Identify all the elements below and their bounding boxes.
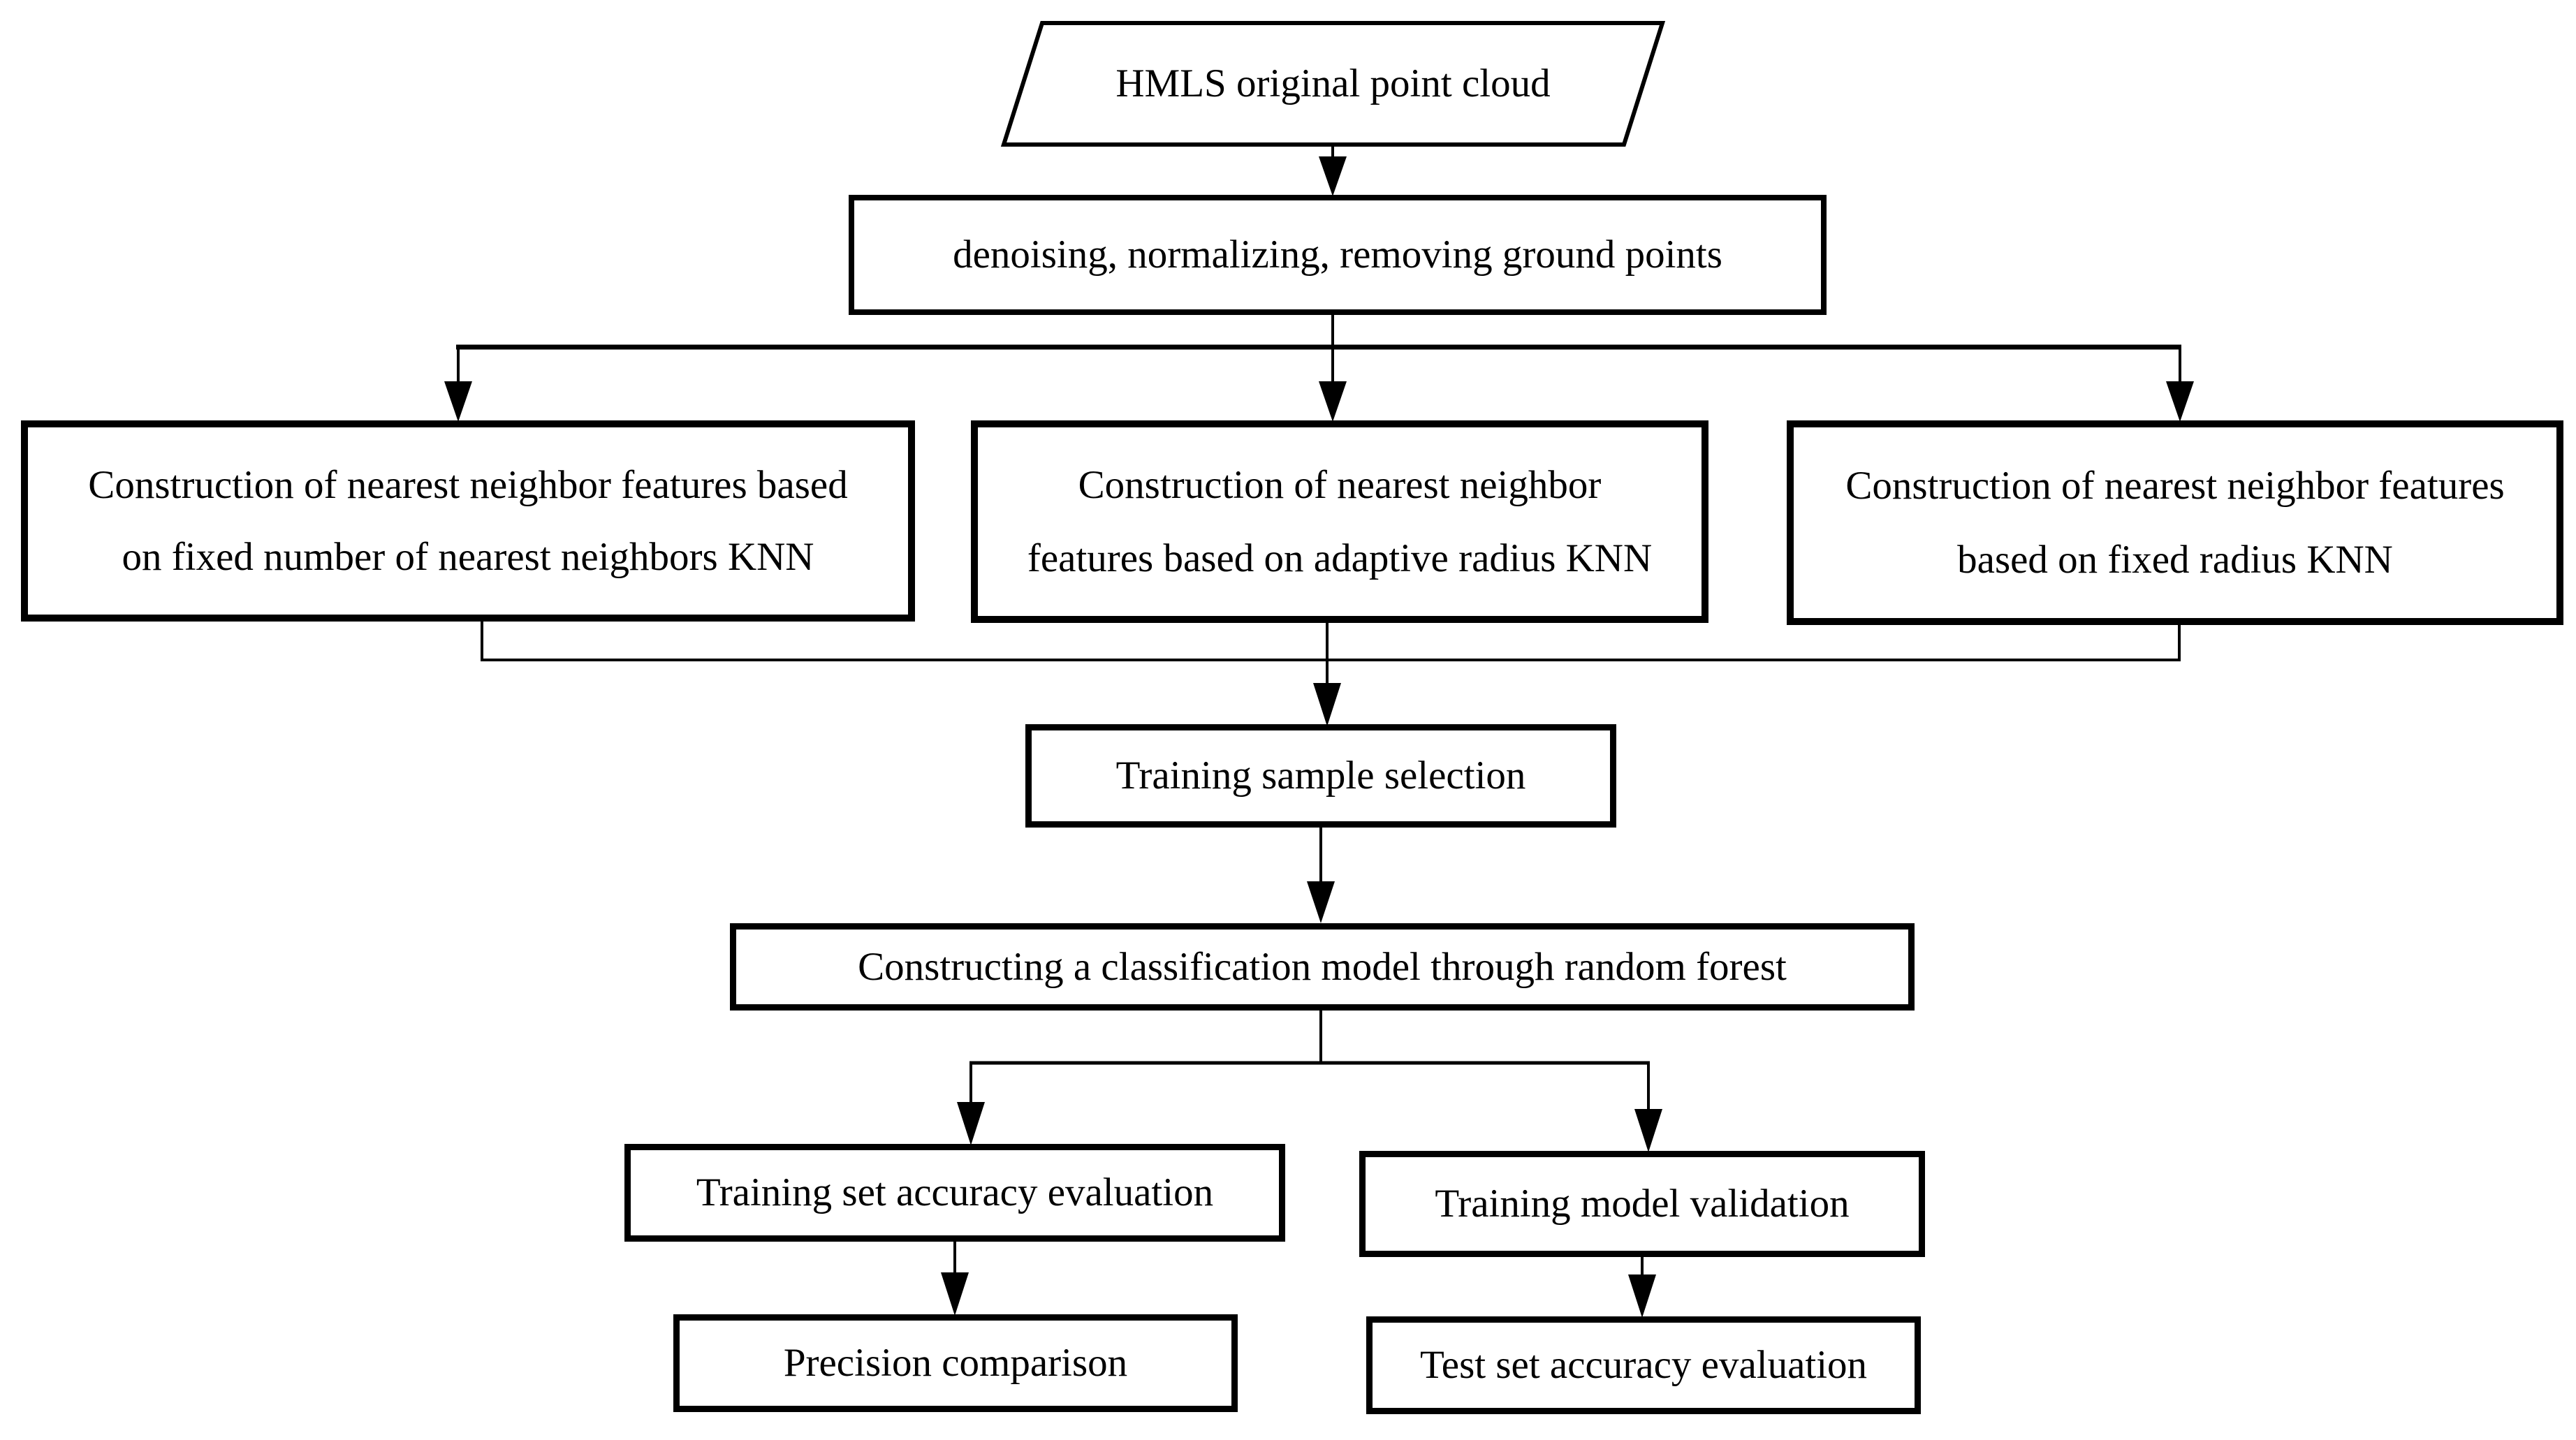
node-knn-fixed-number-line1: Construction of nearest neighbor feature… <box>88 462 848 507</box>
node-random-forest-label: Constructing a classification model thro… <box>858 944 1787 989</box>
edge-merge-training-sample <box>481 620 2181 726</box>
node-knn-fixed-radius-line1: Construction of nearest neighbor feature… <box>1845 464 2505 508</box>
node-preprocess-label: denoising, normalizing, removing ground … <box>953 233 1722 277</box>
parallelogram-shape <box>1000 21 1666 147</box>
node-source: HMLS original point cloud <box>1004 23 1662 145</box>
arrowhead-icon <box>1628 1274 1656 1318</box>
node-precision-comparison: Precision comparison <box>673 1314 1238 1412</box>
node-knn-adaptive-radius-line1: Construction of nearest neighbor <box>1078 463 1602 508</box>
node-training-sample-label: Training sample selection <box>1115 754 1526 798</box>
node-knn-adaptive-radius: Construction of nearest neighbor feature… <box>971 420 1708 623</box>
node-knn-adaptive-radius-line2: features based on adaptive radius KNN <box>1027 536 1653 580</box>
arrowhead-icon <box>1319 156 1347 196</box>
node-knn-fixed-radius-line2: based on fixed radius KNN <box>1957 537 2393 582</box>
node-precision-comparison-label: Precision comparison <box>783 1341 1128 1386</box>
edge-source-preprocess <box>1319 145 1347 196</box>
node-source-label: HMLS original point cloud <box>1115 61 1551 106</box>
arrowhead-icon <box>957 1102 985 1145</box>
arrowhead-icon <box>941 1272 969 1316</box>
node-random-forest: Constructing a classification model thro… <box>730 923 1915 1011</box>
node-model-validation: Training model validation <box>1359 1151 1925 1257</box>
edge-validation-test-accuracy <box>1628 1257 1656 1318</box>
node-knn-fixed-radius: Construction of nearest neighbor feature… <box>1787 420 2563 625</box>
node-test-accuracy: Test set accuracy evaluation <box>1366 1316 1921 1414</box>
node-test-accuracy-label: Test set accuracy evaluation <box>1419 1343 1868 1388</box>
edge-preprocess-split <box>444 315 2194 422</box>
node-preprocess: denoising, normalizing, removing ground … <box>849 195 1827 315</box>
arrowhead-icon <box>2166 381 2194 422</box>
node-training-sample: Training sample selection <box>1025 724 1616 828</box>
node-train-accuracy-label: Training set accuracy evaluation <box>696 1170 1214 1215</box>
arrowhead-icon <box>1634 1109 1662 1152</box>
edge-training-sample-random-forest <box>1307 828 1335 923</box>
edge-train-accuracy-precision <box>941 1242 969 1316</box>
arrowhead-icon <box>1319 381 1347 422</box>
node-knn-fixed-number-line2: on fixed number of nearest neighbors KNN <box>122 535 814 580</box>
arrowhead-icon <box>1313 683 1341 726</box>
node-train-accuracy: Training set accuracy evaluation <box>624 1144 1285 1242</box>
node-knn-fixed-number: Construction of nearest neighbor feature… <box>21 420 915 622</box>
arrowhead-icon <box>1307 881 1335 923</box>
node-model-validation-label: Training model validation <box>1435 1182 1850 1226</box>
arrowhead-icon <box>444 381 472 422</box>
edge-random-forest-split <box>957 1011 1662 1152</box>
